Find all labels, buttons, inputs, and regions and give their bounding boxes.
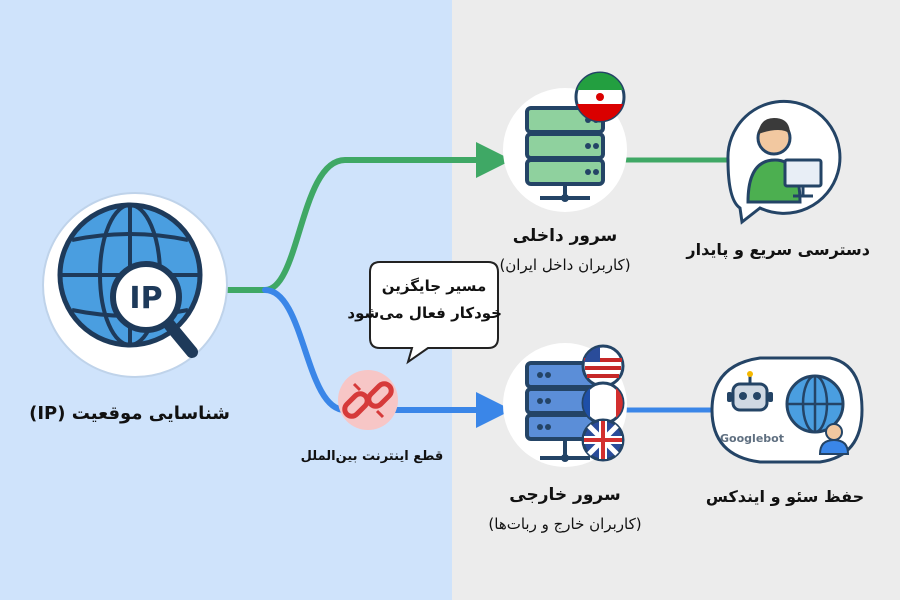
robot-icon <box>727 371 773 412</box>
blue-route-line <box>262 287 481 413</box>
googlebot-text: Googlebot <box>720 432 784 445</box>
user-access-node <box>726 99 842 225</box>
blue-arrowhead <box>476 392 512 428</box>
domestic-server-node <box>503 71 627 212</box>
foreign-server-subtitle: (کاربران خارج و ربات‌ها) <box>488 515 642 533</box>
foreign-server-node <box>503 343 627 467</box>
ip-badge-text: IP <box>129 281 162 316</box>
callout-line-2: خودکار فعال می‌شود <box>347 304 502 322</box>
france-flag-icon <box>581 381 625 425</box>
domestic-server-subtitle: (کاربران داخل ایران) <box>499 256 631 274</box>
green-route-line <box>209 157 481 293</box>
us-flag-icon <box>581 344 625 388</box>
user-computer-icon <box>746 118 823 204</box>
disconnect-label: قطع اینترنت بین‌الملل <box>300 449 444 464</box>
broken-chain-icon <box>338 370 398 430</box>
right-panel-background <box>452 0 900 600</box>
domestic-server-title: سرور داخلی <box>512 226 618 246</box>
iran-flag-icon <box>574 71 626 123</box>
ip-globe-node: IP <box>42 192 228 378</box>
foreign-server-title: سرور خارجی <box>509 485 621 505</box>
callout-bubble <box>369 261 499 365</box>
seo-bots-node: Googlebot <box>710 356 864 464</box>
seo-node-label: حفظ سئو و ایندکس <box>705 487 865 506</box>
uk-flag-icon <box>581 418 625 462</box>
globe-user-icon <box>785 374 850 455</box>
user-access-label: دسترسی سریع و پایدار <box>686 240 870 259</box>
callout-line-1: مسیر جایگزین <box>381 277 487 295</box>
magnifier-icon <box>110 261 198 358</box>
ip-node-label: شناسایی موقعیت (IP) <box>29 403 230 424</box>
green-arrowhead <box>476 142 512 178</box>
